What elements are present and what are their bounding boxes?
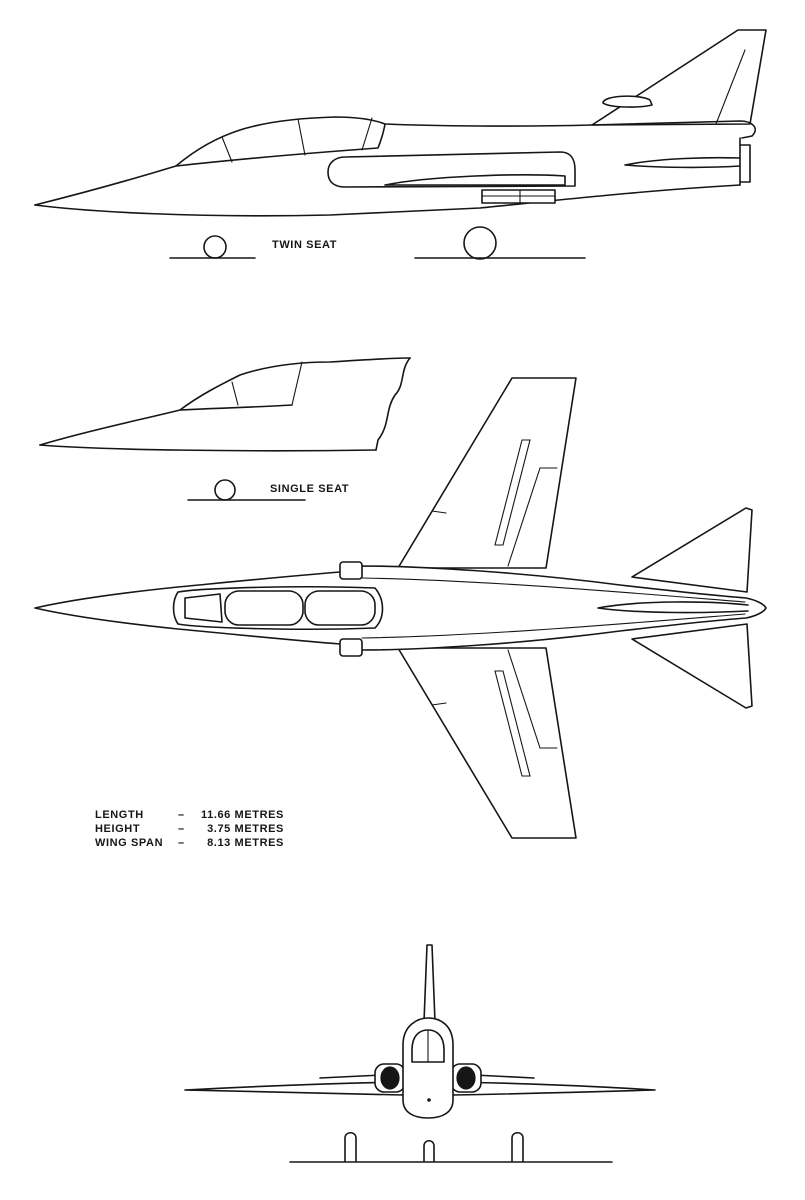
lower-tailplane	[631, 623, 753, 709]
nose-gear-front	[423, 1139, 435, 1162]
fuselage-lower-contour	[34, 184, 741, 217]
fuselage-upper-inner-line	[361, 577, 746, 603]
right-intake-opening	[456, 1066, 476, 1090]
upper-wing	[397, 377, 577, 569]
lower-intake	[339, 638, 363, 657]
single-seat-nose-wheel	[214, 479, 236, 501]
single-seat-lower-contour	[39, 444, 377, 452]
main-wheel	[463, 226, 497, 260]
wing-edge-on	[384, 174, 566, 186]
front-view	[184, 944, 656, 1163]
front-cockpit	[224, 590, 304, 626]
upper-intake	[339, 561, 363, 580]
dimension-separator-length: –	[178, 809, 185, 821]
canopy-sill	[175, 123, 386, 167]
rear-cockpit	[304, 590, 376, 626]
single-seat-upper-contour	[39, 357, 411, 446]
dimension-value-length: 11.66 METRES	[201, 809, 284, 821]
plan-windscreen	[184, 593, 223, 623]
nose-wheel	[203, 235, 227, 259]
right-main-gear-front	[511, 1131, 524, 1162]
left-main-gear-front	[344, 1131, 357, 1162]
single-seat-canopy-sill	[179, 404, 293, 411]
dimension-separator-wing-span: –	[178, 837, 185, 849]
fuselage-lower-inner-line	[361, 613, 746, 639]
lower-wing-spoiler	[494, 670, 531, 777]
dimension-label-length: LENGTH	[95, 809, 144, 821]
lower-wing	[397, 647, 577, 839]
canopy-frame-rear	[361, 117, 373, 151]
upper-tailplane	[631, 507, 753, 593]
single-seat-label: SINGLE SEAT	[270, 483, 349, 495]
intake-fairing	[327, 151, 576, 188]
upper-wing-spoiler	[494, 439, 531, 546]
jet-nozzle	[739, 144, 751, 183]
lower-wing-flap-line	[507, 649, 558, 749]
lower-wing-fence	[431, 702, 447, 706]
twin-seat-label: TWIN SEAT	[272, 239, 337, 251]
fin	[591, 29, 767, 126]
upper-wing-fence	[431, 510, 447, 514]
twin-seat-side-view: TWIN SEAT	[34, 29, 767, 260]
centerline-fairing	[597, 601, 749, 614]
canopy-frame-front	[221, 136, 233, 163]
tailplane-edge-on	[624, 156, 741, 169]
single-seat-side-view: SINGLE SEAT	[39, 357, 411, 501]
ventral-strake-divider	[481, 189, 556, 204]
left-tailplane-front	[319, 1074, 383, 1079]
plan-view	[34, 377, 767, 839]
single-seat-canopy-frame-rear	[291, 361, 303, 406]
dimensions-table: LENGTH – 11.66 METRES HEIGHT – 3.75 METR…	[95, 809, 284, 849]
front-nose-dot	[427, 1098, 431, 1102]
single-seat-canopy-frame-front	[231, 381, 239, 406]
dimension-value-height: 3.75 METRES	[207, 823, 284, 835]
fuselage-plan-outline	[34, 565, 767, 651]
upper-wing-flap-line	[507, 467, 558, 567]
dimension-separator-height: –	[178, 823, 185, 835]
fin-tip-pod	[602, 95, 653, 108]
dimension-label-height: HEIGHT	[95, 823, 140, 835]
left-intake-opening	[380, 1066, 400, 1090]
break-line	[375, 357, 411, 451]
dimension-label-wing-span: WING SPAN	[95, 837, 163, 849]
right-tailplane-front	[473, 1074, 535, 1079]
fuselage-upper-contour	[34, 116, 756, 206]
rudder-hinge-line	[715, 49, 746, 125]
dimension-value-wing-span: 8.13 METRES	[207, 837, 284, 849]
front-fin	[423, 944, 436, 1023]
canopy-frame-middle	[297, 118, 306, 156]
plan-canopy-outline	[172, 585, 384, 631]
